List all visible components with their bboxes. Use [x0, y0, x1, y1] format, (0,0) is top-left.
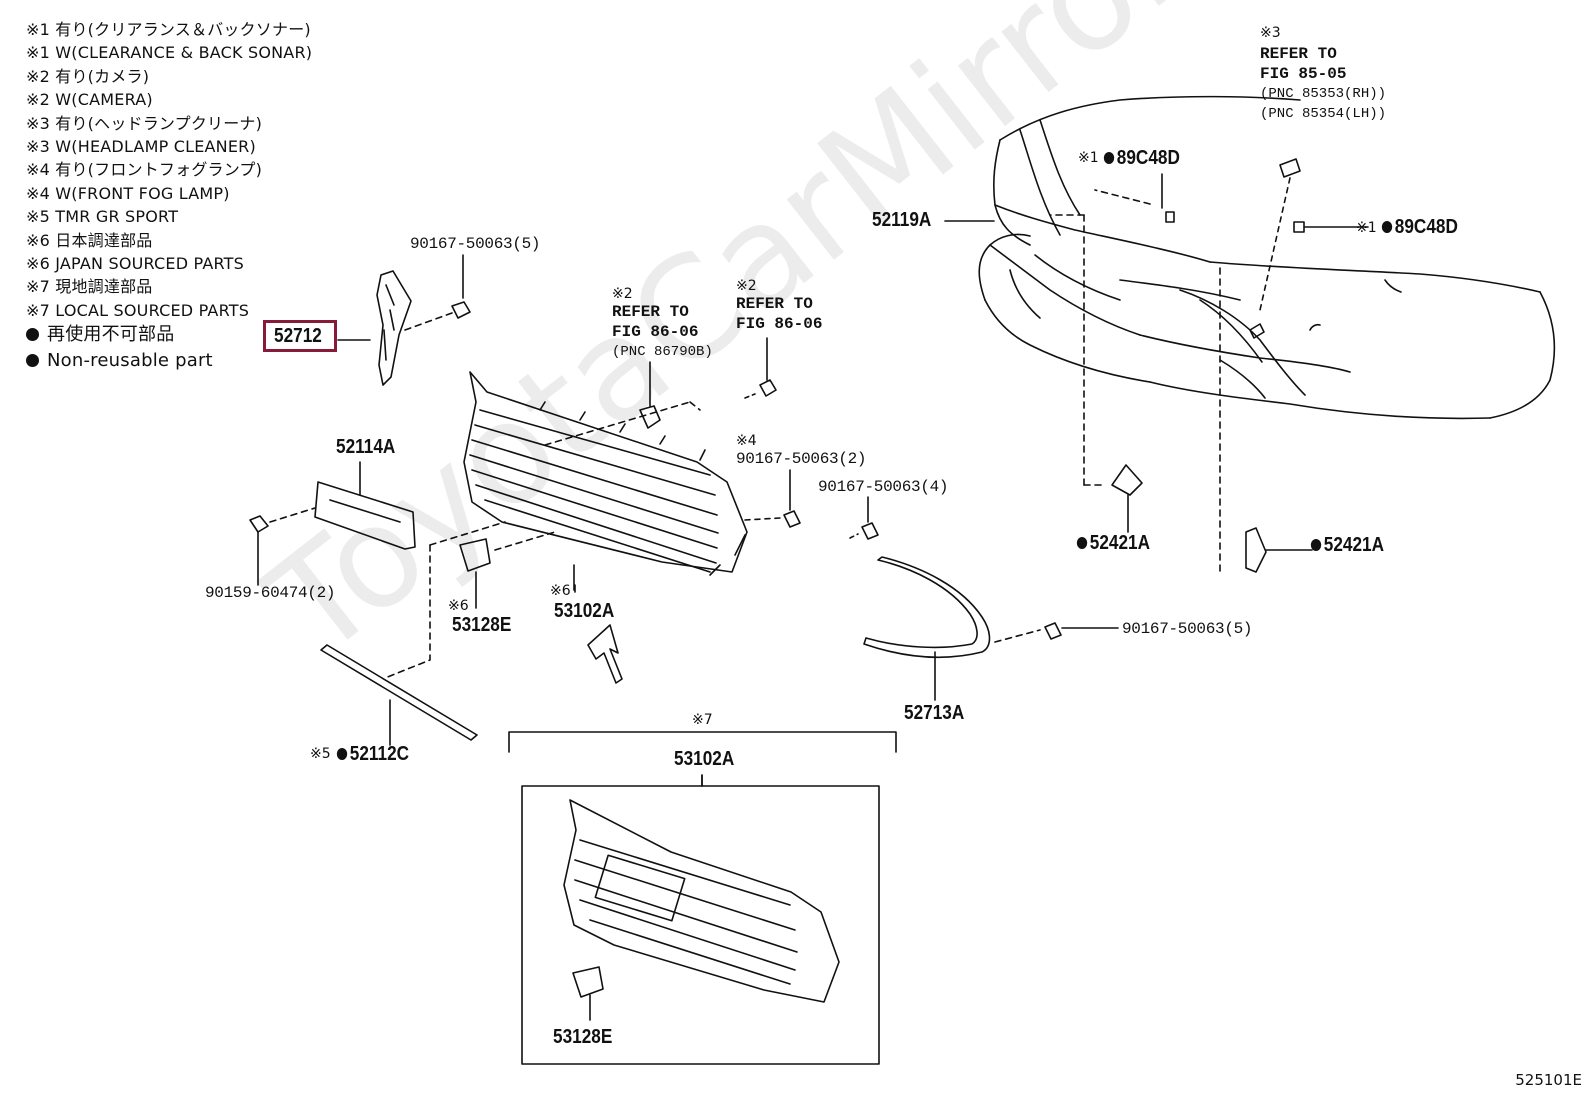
legend: ※1 有り(クリアランス＆バックソナー) ※1 W(CLEARANCE & BA…	[26, 18, 312, 374]
note-3: ※3	[1260, 25, 1281, 41]
part-label-53102A-inset[interactable]: 53102A	[674, 748, 735, 770]
part-label-52421A-right[interactable]: 52421A	[1310, 534, 1384, 557]
legend-item: ※7 LOCAL SOURCED PARTS	[26, 300, 250, 320]
legend-item: ※2 W(CAMERA)	[26, 90, 153, 110]
note-6-53102A: ※6	[550, 583, 571, 599]
note-2-a: ※2	[612, 286, 633, 302]
legend-item: ※1 有り(クリアランス＆バックソナー)	[26, 20, 311, 39]
part-label-52713A[interactable]: 52713A	[904, 702, 965, 724]
nonreusable-dot-icon	[336, 748, 348, 760]
bullet-icon	[26, 328, 39, 342]
part-label-52712[interactable]: 52712	[274, 325, 322, 347]
legend-item: ※6 日本調達部品	[26, 230, 153, 250]
legend-item: ※4 W(FRONT FOG LAMP)	[26, 183, 230, 203]
legend-item: ※5 TMR GR SPORT	[26, 207, 179, 227]
figure-number: 525101E	[1515, 1071, 1582, 1089]
legend-nonreusable-en: Non-reusable part	[26, 348, 312, 374]
highlighted-part-box[interactable]: 52712	[263, 320, 337, 352]
grille-drawing	[463, 371, 748, 576]
note-2-b: ※2	[736, 278, 757, 294]
refer-fig-85-05[interactable]: REFER TO FIG 85-05 (PNC 85353(RH)) (PNC …	[1260, 45, 1387, 122]
part-label-52119A[interactable]: 52119A	[872, 209, 932, 231]
nonreusable-dot-icon	[1103, 152, 1115, 164]
bolt-label-grille[interactable]: 90167-50063(4)	[818, 478, 949, 496]
part-label-89C48D-right[interactable]: 89C48D	[1381, 216, 1458, 239]
note-7: ※7	[692, 712, 713, 728]
note-6-53128E: ※6	[448, 598, 469, 614]
inset-grille-drawing	[563, 774, 840, 1021]
part-label-52114A[interactable]: 52114A	[336, 436, 396, 458]
note-1-top: ※1	[1078, 150, 1099, 166]
bolt-label-fog[interactable]: 90167-50063(2)	[736, 450, 867, 468]
part-label-52112C[interactable]: 52112C	[336, 743, 409, 766]
legend-nonreusable-jp: 再使用不可部品	[26, 322, 312, 348]
legend-nonreusable-en-text: Non-reusable part	[47, 350, 213, 372]
refer-fig-86-06-a[interactable]: REFER TO FIG 86-06 (PNC 86790B)	[612, 303, 713, 360]
legend-item: ※2 有り(カメラ)	[26, 66, 150, 86]
legend-item: ※4 有り(フロントフォグランプ)	[26, 160, 263, 180]
nonreusable-dot-icon	[1310, 539, 1322, 551]
part-label-52421A-left[interactable]: 52421A	[1076, 532, 1150, 555]
legend-item: ※7 現地調達部品	[26, 277, 153, 297]
legend-item: ※1 W(CLEARANCE & BACK SONAR)	[26, 43, 313, 63]
legend-nonreusable-jp-text: 再使用不可部品	[47, 324, 175, 346]
legend-item: ※3 W(HEADLAMP CLEANER)	[26, 137, 256, 157]
part-label-53102A[interactable]: 53102A	[554, 600, 615, 622]
note-5: ※5	[310, 746, 331, 762]
nonreusable-dot-icon	[1381, 221, 1393, 233]
bullet-icon	[26, 354, 39, 368]
part-label-53128E[interactable]: 53128E	[452, 614, 512, 636]
part-label-89C48D-top[interactable]: 89C48D	[1103, 147, 1180, 170]
bolt-label-garnish[interactable]: 90167-50063(5)	[1122, 620, 1253, 638]
part-label-53128E-inset[interactable]: 53128E	[553, 1026, 613, 1048]
note-1-right: ※1	[1356, 220, 1377, 236]
legend-item: ※6 JAPAN SOURCED PARTS	[26, 254, 245, 274]
bolt-label-plate[interactable]: 90159-60474(2)	[205, 584, 336, 602]
refer-fig-86-06-b[interactable]: REFER TO FIG 86-06	[736, 295, 823, 333]
legend-item: ※3 有り(ヘッドランプクリーナ)	[26, 113, 263, 133]
bolt-label-top[interactable]: 90167-50063(5)	[410, 235, 541, 253]
bumper-cover-drawing	[978, 95, 1556, 420]
nonreusable-dot-icon	[1076, 537, 1088, 549]
note-4: ※4	[736, 433, 757, 449]
